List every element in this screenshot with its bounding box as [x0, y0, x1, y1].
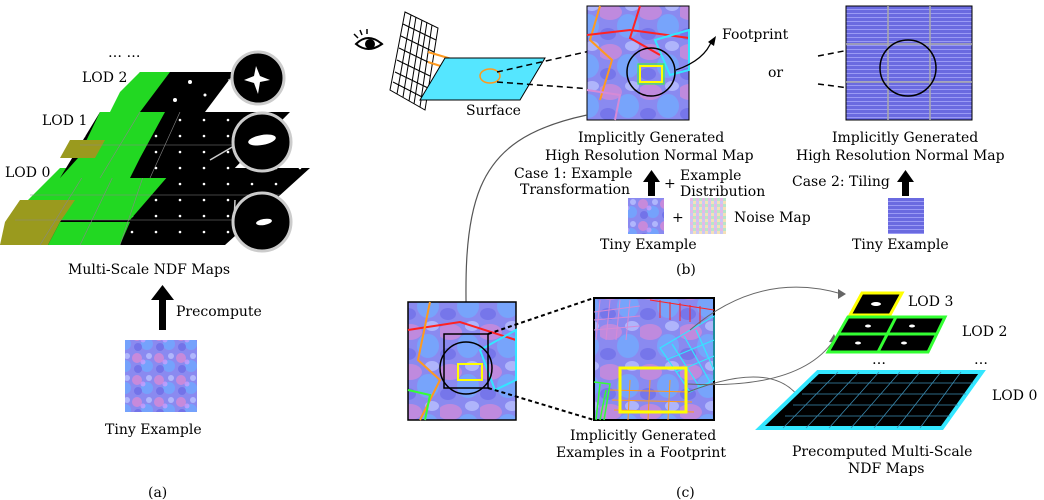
examples-caption-line1: Implicitly Generated [570, 428, 716, 444]
case1-arrow [643, 170, 660, 196]
lod2-layer [110, 72, 235, 112]
panel-a-ellipsis: … … [108, 45, 140, 61]
panel-b-caption: (b) [676, 262, 696, 278]
high-res-normal-map-1 [586, 5, 690, 121]
lod0-grid [755, 370, 986, 430]
ellipsis-right: … [974, 352, 988, 368]
footprint-label: Footprint [722, 27, 789, 43]
lod1-layer [60, 111, 290, 179]
lod2-label-c: LOD 2 [962, 324, 1007, 340]
case2-arrow [897, 170, 914, 196]
example-line2: Distribution [680, 184, 765, 200]
lod1-lens [209, 111, 293, 173]
zoom-lines-c [487, 297, 595, 421]
case1-line1: Case 1: Example [514, 166, 633, 182]
footprint-map [407, 301, 517, 421]
lod2-lens [227, 50, 286, 106]
high-res-normal-map-2 [845, 5, 973, 121]
precompute-label: Precompute [176, 304, 262, 320]
c-arrowhead-1 [838, 289, 846, 299]
panel-a: … … LOD 2 LOD 1 LOD 0 Multi-Scale NDF Ma… [0, 45, 310, 500]
examples-caption-line2: Examples in a Footprint [556, 445, 726, 461]
case1-line2: Transformation [520, 182, 630, 198]
panel-c: Implicitly Generated Examples in a Footp… [407, 286, 1037, 500]
lod3-label: LOD 3 [908, 294, 953, 310]
map1-caption-line1: Implicitly Generated [578, 130, 724, 146]
panel-a-tiny-example [125, 340, 197, 412]
lod0-lens [231, 191, 293, 253]
screen-grid [389, 11, 439, 111]
case1-tiny-example [628, 198, 664, 234]
precomputed-line1: Precomputed Multi-Scale [792, 444, 972, 460]
surface-footprint [479, 68, 501, 84]
lod0-layer [0, 167, 310, 246]
footprint-arrowhead [708, 36, 716, 46]
panel-a-lod1-label: LOD 1 [42, 113, 87, 129]
example-line1: Example [680, 168, 741, 184]
case2-label: Case 2: Tiling [792, 174, 890, 190]
map2-caption-line1: Implicitly Generated [832, 130, 978, 146]
precomputed-line2: NDF Maps [848, 461, 924, 477]
eye-icon [353, 29, 384, 50]
panel-a-tiny-example-label: Tiny Example [105, 422, 202, 438]
case2-tiny-example [888, 198, 924, 234]
surface [419, 57, 546, 101]
panel-a-caption: (a) [148, 485, 167, 500]
surface-label: Surface [466, 103, 521, 119]
panel-a-lod0-label: LOD 0 [5, 165, 50, 181]
panel-a-lod2-label: LOD 2 [82, 70, 127, 86]
panel-b: Surface Footprint or [353, 5, 1005, 368]
case1-tiny-example-label: Tiny Example [600, 237, 697, 253]
lod0-label-c: LOD 0 [992, 388, 1037, 404]
panel-a-maps-caption: Multi-Scale NDF Maps [68, 262, 230, 278]
case1-plus-2: + [672, 210, 684, 226]
case2-tiny-example-label: Tiny Example [852, 237, 949, 253]
noise-map [690, 198, 726, 234]
c-arrows [687, 286, 843, 397]
magnified-examples [593, 297, 715, 421]
lod2-grid [825, 315, 948, 354]
case1-plus: + [664, 176, 676, 192]
map1-caption-line2: High Resolution Normal Map [545, 148, 754, 164]
lod3-cell [847, 291, 905, 317]
noise-map-label: Noise Map [734, 210, 811, 226]
panel-c-caption: (c) [676, 485, 695, 500]
ellipsis-mid: … [872, 352, 886, 368]
precompute-arrow [151, 285, 174, 330]
or-label: or [768, 65, 783, 81]
map2-caption-line2: High Resolution Normal Map [796, 148, 1005, 164]
